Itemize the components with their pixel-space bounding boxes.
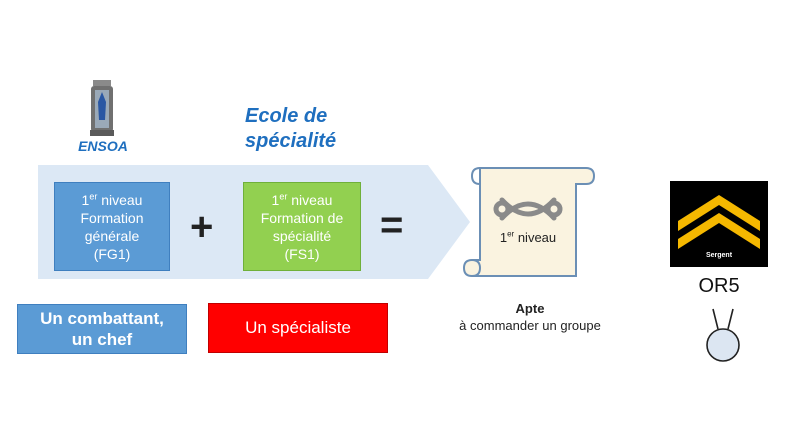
combattant-role-box: Un combattant, un chef	[17, 304, 187, 354]
combattant-line2: un chef	[71, 330, 133, 349]
specialty-school-title-line2: spécialité	[245, 130, 337, 152]
combattant-line1: Un combattant,	[40, 309, 164, 328]
result-title: Apte	[515, 301, 545, 316]
specialty-school-title: Ecole de spécialité	[245, 104, 365, 154]
equals-sign: =	[380, 203, 404, 247]
fg1-training-box: 1er niveau Formation générale (FG1)	[54, 182, 170, 271]
fs1-line4: (FS1)	[284, 245, 320, 262]
ensoa-label: ENSOA	[78, 138, 128, 154]
fs1-training-box: 1er niveau Formation de spécialité (FS1)	[243, 182, 361, 271]
diploma-scroll-icon	[462, 167, 596, 277]
rank-insignia-label: Sergent	[705, 252, 733, 259]
result-description: à commander un groupe	[459, 318, 601, 333]
fs1-line2: Formation de	[260, 209, 344, 226]
diploma-level-label: 1er niveau	[499, 229, 557, 245]
fg1-line4: (FG1)	[93, 245, 131, 262]
specialiste-role-box: Un spécialiste	[208, 303, 388, 353]
fg1-line2: Formation	[80, 209, 144, 226]
rank-code: OR5	[698, 275, 740, 297]
fs1-line3: spécialité	[272, 227, 332, 244]
medal-icon	[706, 308, 740, 362]
sergent-chevron-badge-icon	[670, 181, 768, 267]
ensoa-tower-icon	[90, 80, 114, 136]
plus-sign: +	[190, 205, 214, 249]
fg1-line3: générale	[84, 227, 140, 244]
specialty-school-title-line1: Ecole de	[245, 105, 328, 127]
fg1-level-line: 1er niveau	[81, 190, 143, 208]
fs1-level-line: 1er niveau	[271, 190, 333, 208]
